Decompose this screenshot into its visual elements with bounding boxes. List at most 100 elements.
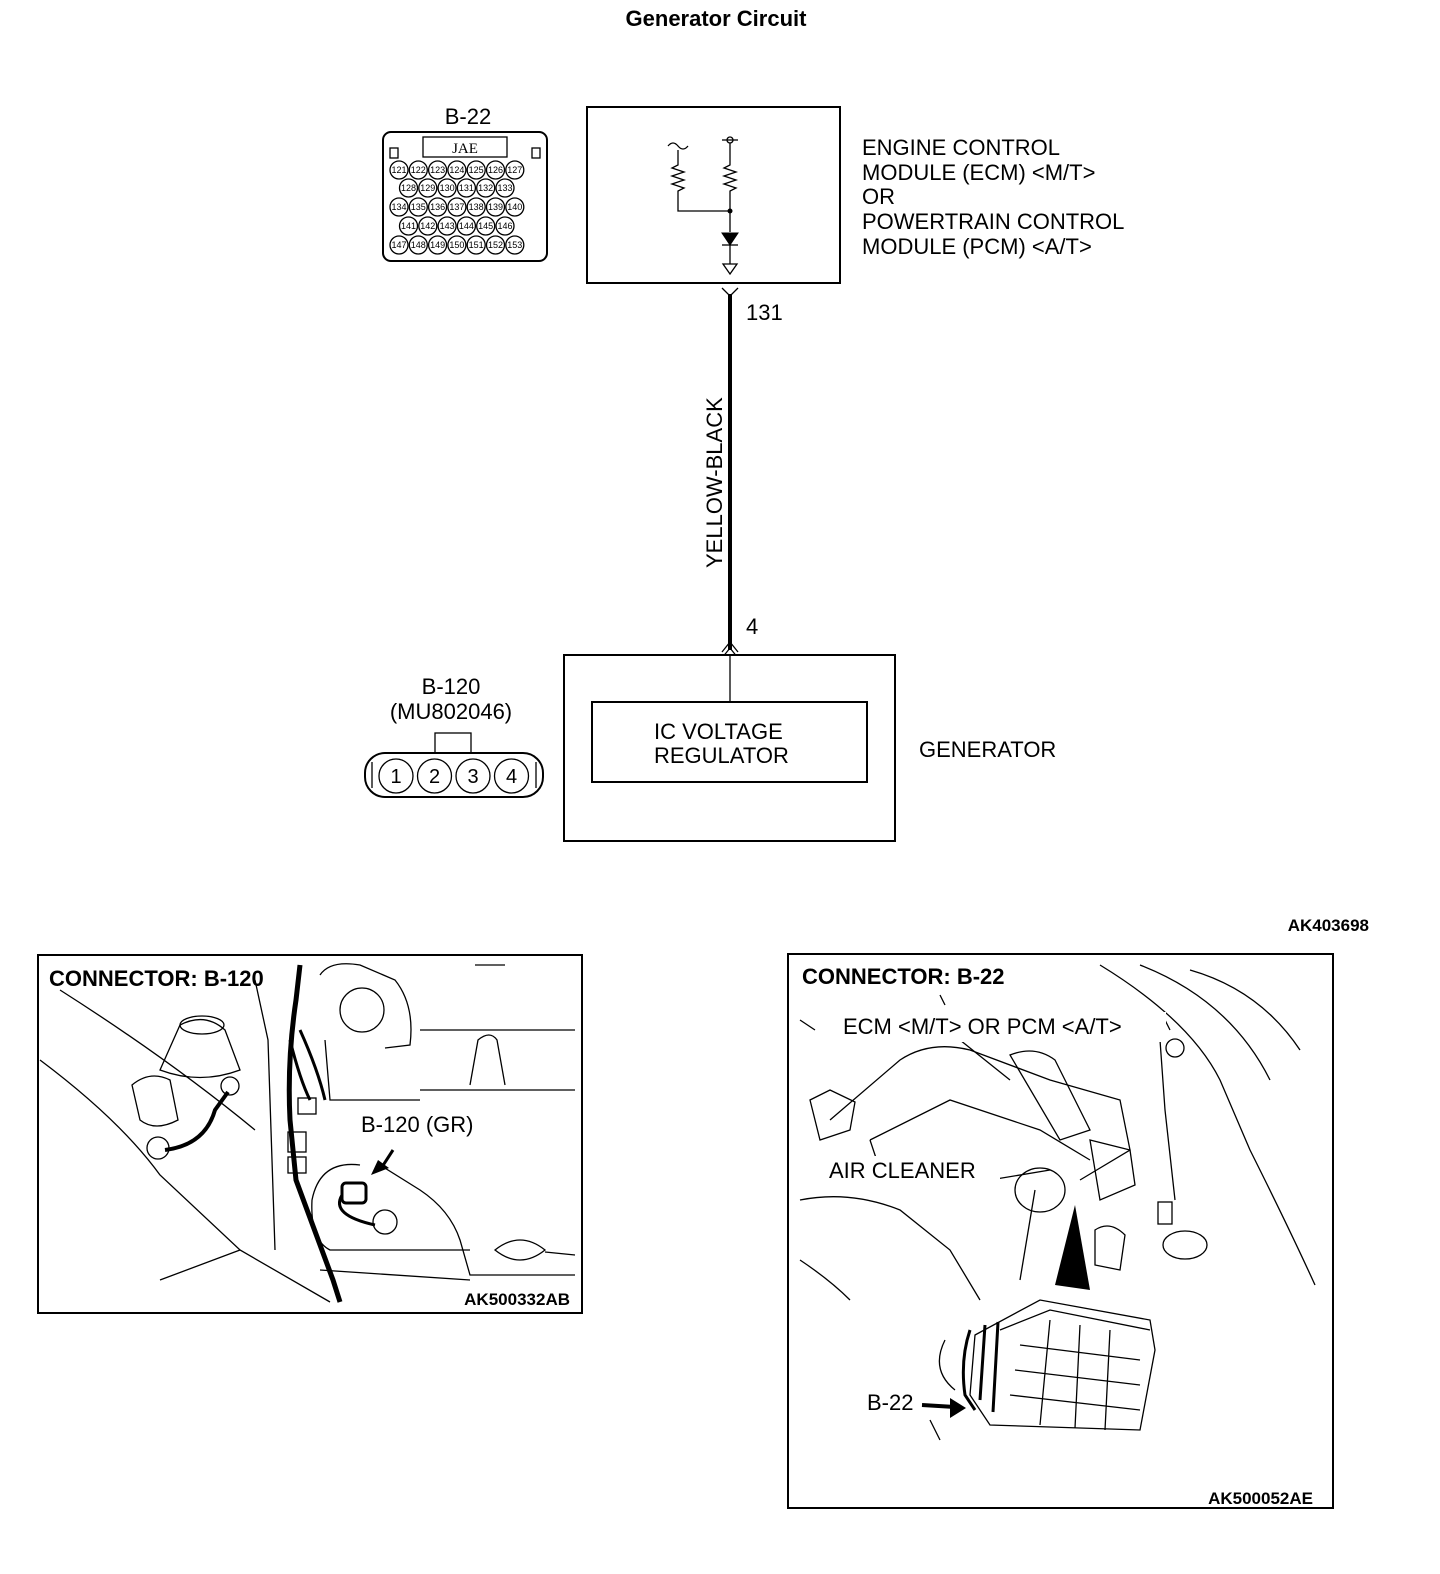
ecm-pin-number: 130: [440, 183, 455, 193]
ecm-connector-key-left: [389, 147, 399, 159]
ecm-ground-icon: [721, 263, 739, 276]
ecm-pin-circle: [389, 197, 409, 217]
ecm-pin-circle: [408, 235, 428, 255]
generator-connector-id: B-120: [422, 674, 481, 699]
ecm-pin-number: 132: [478, 183, 493, 193]
ecm-label-line-5: MODULE (PCM) <A/T>: [862, 234, 1092, 259]
generator-connector-part: (MU802046): [390, 699, 512, 724]
ecm-label-line-3: OR: [862, 184, 895, 209]
ecm-pin-circle: [485, 235, 506, 255]
ecm-pin-number: 142: [420, 221, 435, 231]
ic-voltage-regulator-box: [591, 701, 868, 783]
ecm-pin-number: 129: [420, 183, 435, 193]
generator-connector-latch: [434, 732, 472, 754]
ecm-pin-circle: [437, 216, 457, 236]
ecm-connector-id: B-22: [445, 104, 491, 129]
ecm-pin-circle: [418, 178, 438, 198]
ecm-pin-circle: [418, 216, 438, 236]
ecm-label-line-1: ENGINE CONTROL: [862, 135, 1060, 160]
ecm-pin-circle: [466, 235, 486, 255]
generator-connector-b120: B-120 (MU802046) 1 2 3 4: [364, 674, 544, 798]
ecm-pin-circle: [466, 160, 486, 180]
generator-block: IC VOLTAGE REGULATOR GENERATOR: [563, 654, 1056, 842]
generator-pin-number: 4: [506, 766, 517, 788]
ecm-pin-number: 152: [488, 240, 503, 250]
panel-right-callout-b22: B-22: [867, 1390, 913, 1415]
ecm-pin-number: 146: [497, 221, 512, 231]
ecm-pin-number: 138: [469, 202, 484, 212]
panel-right-callout-air-cleaner: AIR CLEANER: [829, 1158, 976, 1183]
ecm-pin-number: 125: [469, 165, 484, 175]
ecm-right-resistor: [721, 143, 739, 232]
ecm-pin-circle: [456, 216, 477, 236]
ecm-pin-circle: [437, 178, 457, 198]
ecm-pin-number: 135: [411, 202, 426, 212]
panel-left-frame: [37, 954, 583, 1314]
ecm-pin-number: 151: [469, 240, 484, 250]
generator-pin-number: 1: [390, 766, 401, 788]
generator-pin-number: 2: [429, 766, 440, 788]
ecm-pin-circle: [505, 197, 525, 217]
ecm-pin-circle: [495, 178, 515, 198]
panel-left-title: CONNECTOR: B-120: [49, 966, 264, 991]
panel-connector-b120: CONNECTOR: B-120 B-120 (GR) AK500332AB: [37, 954, 583, 1314]
ecm-pin-number: 124: [449, 165, 464, 175]
ecm-pin-number: 144: [459, 221, 474, 231]
ecm-pin-circle: [466, 197, 486, 217]
ecm-label-line-4: POWERTRAIN CONTROL: [862, 209, 1124, 234]
regulator-label-line-1: IC VOLTAGE: [654, 719, 783, 744]
wire-color-label: YELLOW-BLACK: [702, 397, 727, 568]
figure-code: AK403698: [1288, 916, 1369, 935]
ecm-pin-number: 131: [459, 183, 474, 193]
panel-right-title: CONNECTOR: B-22: [802, 964, 1005, 989]
engine-bay-illustration-right: [799, 964, 1316, 1441]
generator-pin-circle: [455, 758, 491, 794]
ecm-pin-circle: [447, 160, 467, 180]
generator-pin-circle: [416, 758, 453, 794]
panel-connector-b22: CONNECTOR: B-22 ECM <M/T> OR PCM <A/T> A…: [787, 953, 1334, 1509]
regulator-label-line-2: REGULATOR: [654, 743, 789, 768]
ecm-pin-number: 153: [507, 240, 522, 250]
generator-pin-row: 1 2 3 4: [378, 758, 530, 794]
ecm-pin-circle: [427, 235, 448, 255]
ecm-pin-number: 149: [430, 240, 445, 250]
generator-terminal-number: 4: [746, 614, 758, 639]
ecm-pin-circle: [505, 160, 525, 180]
ecm-label: ENGINE CONTROL MODULE (ECM) <M/T> OR POW…: [862, 135, 1124, 259]
connector-b120-illustration: [340, 1181, 368, 1205]
ecm-terminal-number: 131: [746, 300, 783, 325]
ecm-pin-number: 122: [411, 165, 426, 175]
ecm-connector-maker: JAE: [452, 141, 478, 157]
ecm-pin-circle: [456, 178, 477, 198]
ecm-pin-number: 126: [488, 165, 503, 175]
generator-pin-number: 3: [467, 766, 478, 788]
ecm-pin-circle: [485, 160, 506, 180]
ecm-pin-number: 127: [507, 165, 522, 175]
ecm-pin-number: 128: [401, 183, 416, 193]
ecm-pin-number: 137: [449, 202, 464, 212]
ecm-pin-circle: [398, 216, 419, 236]
wire-yellow-black: 131 4 YELLOW-BLACK: [702, 287, 783, 659]
ecm-pin-number: 147: [391, 240, 406, 250]
generator-pin-circle: [493, 758, 530, 794]
ecm-pin-circle: [485, 197, 506, 217]
ecm-pin-circle: [389, 160, 409, 180]
callout-arrow-b22: [921, 1403, 956, 1409]
ecm-pin-circle: [408, 160, 428, 180]
ecm-pin-circle: [389, 235, 409, 255]
ecm-pin-number: 150: [449, 240, 464, 250]
ecm-pin-circle: [505, 235, 525, 255]
ecm-left-resistor: [669, 150, 730, 212]
ecm-pin-number: 123: [430, 165, 445, 175]
ecm-pin-number: 148: [411, 240, 426, 250]
panel-left-code: AK500332AB: [464, 1290, 570, 1309]
ecm-pin-number: 141: [401, 221, 416, 231]
ecm-pin-circle: [398, 178, 419, 198]
ecm-pointer: [1055, 1205, 1090, 1290]
panel-right-callout-ecm: ECM <M/T> OR PCM <A/T>: [843, 1014, 1122, 1039]
ecm-pin-circle: [427, 160, 448, 180]
ecm-pin-number: 136: [430, 202, 445, 212]
